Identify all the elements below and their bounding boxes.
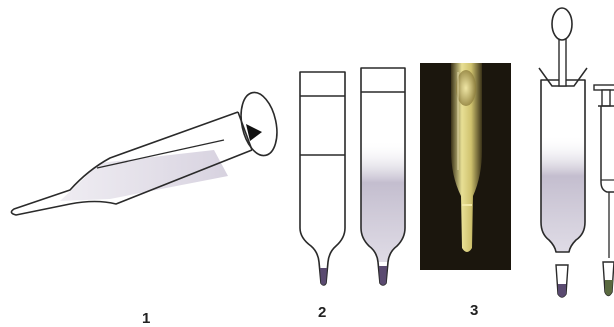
step-label-1: 1 — [142, 310, 150, 327]
syringe-plunger-top — [594, 85, 614, 90]
step2-tube1-outline — [300, 72, 345, 285]
syringe-plunger-rod — [602, 90, 610, 106]
pipette-bulb-icon — [552, 8, 572, 40]
right-tube-sediment — [541, 135, 585, 252]
step2-tube-sediment — [361, 68, 405, 285]
right-tube-stem — [559, 38, 566, 86]
step-label-2: 2 — [318, 304, 326, 321]
step-label-3: 3 — [470, 302, 478, 319]
step3-photo — [420, 63, 511, 270]
syringe-icon — [594, 85, 614, 296]
step2-tube1-tip-pellet — [320, 268, 327, 285]
pipette-tube-assembly — [539, 8, 587, 297]
step2-tube2-tip-pellet — [379, 266, 387, 285]
syringe-barrel — [598, 106, 614, 192]
right-tube-small-tip-pellet — [558, 284, 566, 297]
step3-glow — [456, 70, 476, 106]
step1-tilted-tube — [11, 89, 282, 215]
step2-tube-clear — [300, 72, 345, 285]
